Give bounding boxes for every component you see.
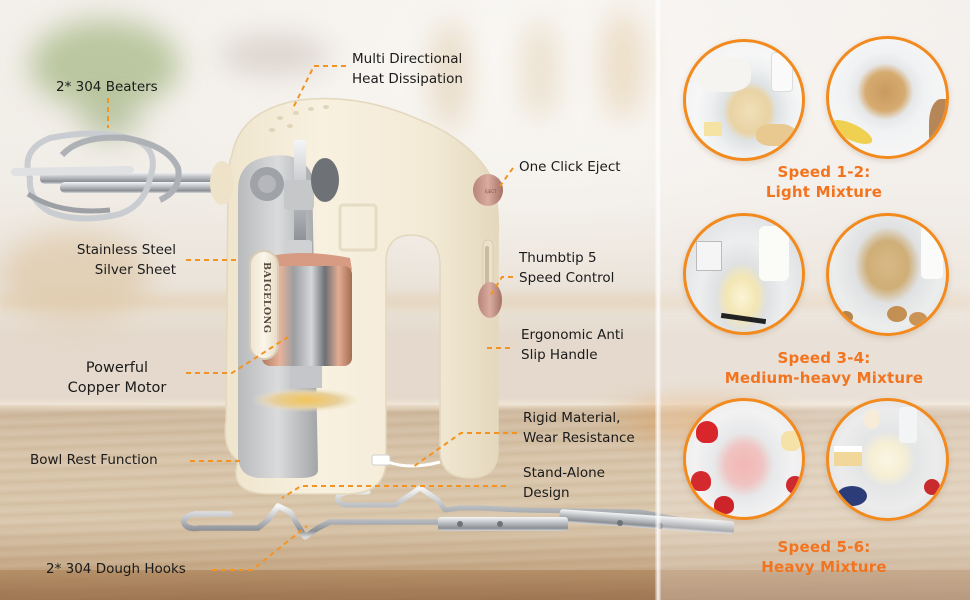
callout-speed-control: Thumbtip 5 Speed Control [519,248,614,288]
eject-button[interactable] [473,174,503,206]
counter-front [0,570,970,600]
bowl-shelf-blur [220,35,330,75]
speed-5-6-label: Speed 5-6: Heavy Mixture [684,537,964,577]
dough-hook-front [181,503,523,540]
food-image-peanut-butter [826,36,949,159]
callout-hooks-text: 2* 304 Dough Hooks [46,561,186,577]
callout-heat-line1: Multi Directional [352,51,463,67]
brand-plate [249,250,279,360]
milk-bottle [921,224,943,279]
strawberry [786,476,802,494]
speed-5-6-title: Speed 5-6: [777,538,871,556]
callout-motor-line2: Copper Motor [67,380,167,396]
cookie [909,312,927,326]
butter-pack [696,241,722,271]
svg-text:EJECT: EJECT [485,189,497,194]
callout-motor: Powerful Copper Motor [60,358,174,398]
strawberry [924,479,940,495]
speed-1-2-label: Speed 1-2: Light Mixture [684,162,964,202]
milk-carton [771,52,793,92]
flour-bag [696,57,751,92]
strawberry [696,421,718,443]
vent-holes [269,105,329,132]
cookie [839,311,853,323]
utensil-blur [430,20,470,130]
callout-heat-dissipation: Multi Directional Heat Dissipation [352,49,463,89]
callout-steel-line1: Stainless Steel [76,242,176,258]
copper-motor [262,266,352,366]
food-image-cookie-dough [826,213,949,336]
measuring-spoon [720,312,767,325]
food-image-butter-milk [683,213,805,335]
cupcake [781,431,801,451]
callout-speed-line1: Thumbtip 5 [519,250,597,266]
beaters [11,130,225,222]
dough-hook-rear-shaft [559,509,735,534]
callout-rigid-material: Rigid Material, Wear Resistance [523,408,635,448]
callout-handle-line1: Ergonomic Anti [521,327,624,343]
callout-rigid-line1: Rigid Material, [523,410,621,426]
cake-slice [834,446,862,466]
callout-standalone-line1: Stand-Alone [523,465,605,481]
plant-leaves-blur [30,20,180,110]
callout-beaters-text: 2* 304 Beaters [56,79,158,95]
utensil-blur [600,10,645,120]
cookie [887,306,907,322]
callout-bowl-text: Bowl Rest Function [30,452,158,468]
callout-standalone: Stand-Alone Design [523,463,605,503]
food-image-strawberry-cream [683,398,805,520]
cooling-fan [251,388,361,412]
speed-1-2-description: Light Mixture [765,183,883,201]
speed-slider[interactable] [478,282,502,318]
panel-divider [655,0,661,600]
food-image-bread-dough [683,39,805,161]
callout-rigid-line2: Wear Resistance [523,430,635,446]
utensil-blur [520,20,560,120]
blueberries [837,486,867,506]
speed-1-2-title: Speed 1-2: [777,163,871,181]
speed-3-4-description: Medium-heavy Mixture [724,369,924,387]
strawberry [691,471,711,491]
speed-3-4-label: Speed 3-4: Medium-heavy Mixture [684,348,964,388]
callout-standalone-line2: Design [523,485,570,501]
speed-5-6-description: Heavy Mixture [761,558,887,576]
milk-jug [759,226,789,281]
speed-3-4-title: Speed 3-4: [777,349,871,367]
candle [864,409,880,429]
callout-bowl-rest: Bowl Rest Function [30,450,158,470]
bread-slice [929,99,946,156]
callout-eject-text: One Click Eject [519,159,621,175]
callout-motor-line1: Powerful [85,360,149,376]
shaker [899,407,917,443]
callout-heat-line2: Heat Dissipation [352,71,463,87]
callout-beaters: 2* 304 Beaters [56,77,158,97]
brand-name: BAIGELONG [261,262,272,334]
bread-slices [756,124,796,146]
callout-handle-line2: Slip Handle [521,347,598,363]
callout-steel-line2: Silver Sheet [94,262,176,278]
callout-steel-sheet: Stainless Steel Silver Sheet [40,240,176,280]
callout-dough-hooks: 2* 304 Dough Hooks [46,559,186,579]
food-image-whipped-cream [826,398,949,521]
butter-cubes [704,122,722,136]
callout-handle: Ergonomic Anti Slip Handle [521,325,624,365]
strawberry [714,496,734,514]
callout-eject: One Click Eject [519,157,621,177]
callout-speed-line2: Speed Control [519,270,615,286]
